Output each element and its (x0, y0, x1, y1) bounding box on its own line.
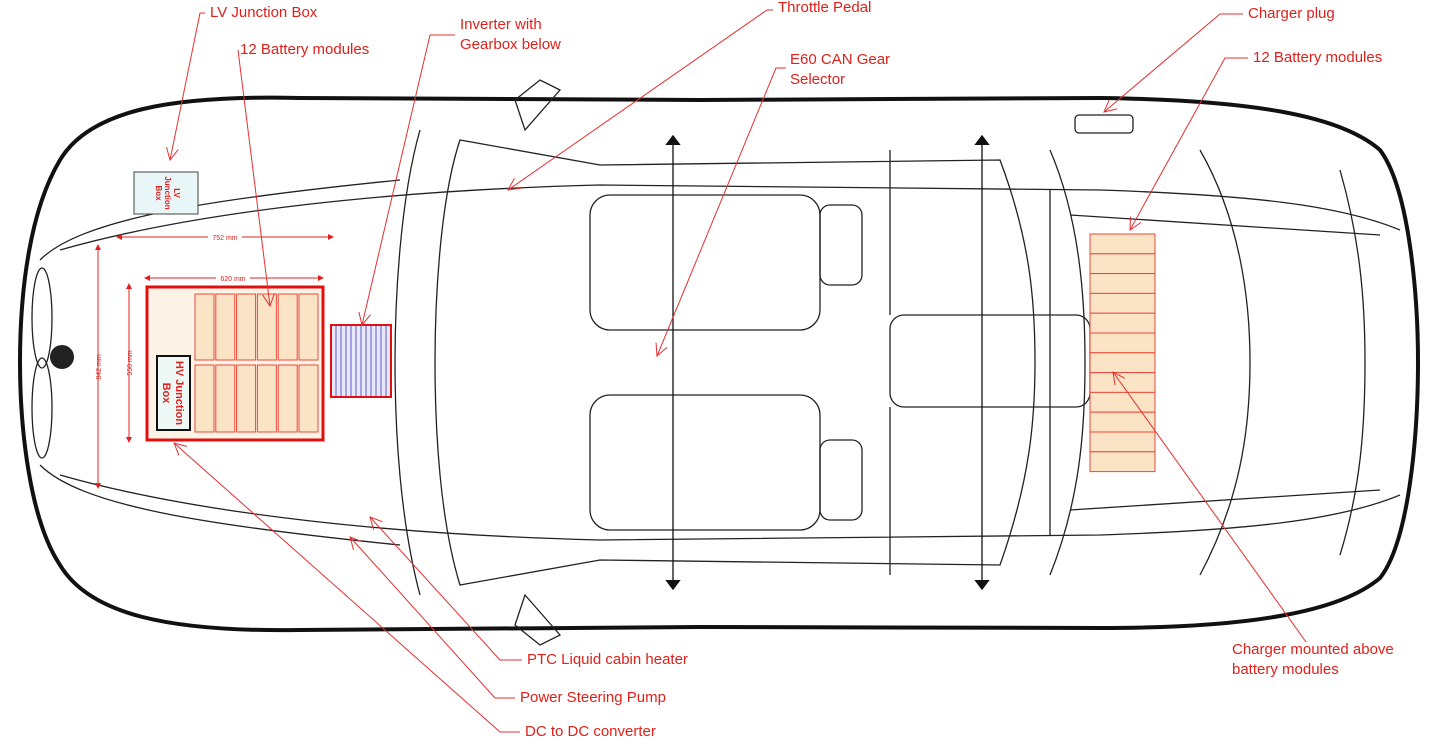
battery-module (215, 293, 236, 361)
dimension-752-label: 752 mm (212, 235, 237, 242)
battery-module (1089, 233, 1156, 255)
label-inverter-2: Gearbox below (460, 36, 561, 53)
lv-junction-box (133, 171, 199, 215)
battery-module (1089, 411, 1156, 433)
battery-module (1089, 332, 1156, 354)
battery-module (1089, 273, 1156, 294)
battery-module (1089, 352, 1156, 374)
label-charger-2: battery modules (1232, 661, 1339, 678)
battery-module (1089, 253, 1156, 275)
hv-junction-box (156, 355, 191, 431)
dimension-842-label: 842 mm (96, 354, 103, 379)
rear-battery-modules (1089, 233, 1156, 473)
battery-module (1089, 391, 1156, 413)
battery-module (1089, 372, 1156, 393)
battery-module (215, 364, 236, 433)
label-power-steering: Power Steering Pump (520, 689, 666, 706)
battery-module (256, 364, 277, 433)
battery-module (1089, 292, 1156, 314)
label-inverter-1: Inverter with (460, 16, 542, 33)
label-charger-1: Charger mounted above (1232, 641, 1394, 658)
label-dc-dc: DC to DC converter (525, 723, 656, 740)
lv-box-label-2: Junction (163, 176, 172, 209)
battery-module (298, 293, 319, 361)
battery-module (277, 293, 298, 361)
battery-module (1089, 312, 1156, 334)
label-ptc-heater: PTC Liquid cabin heater (527, 651, 688, 668)
label-charger-plug: Charger plug (1248, 5, 1335, 22)
battery-module (298, 364, 319, 433)
label-gear-selector-2: Selector (790, 71, 846, 88)
front-battery-pack: HV Junction Box (145, 285, 325, 442)
label-throttle-pedal: Throttle Pedal (778, 0, 872, 16)
leader-lines (170, 9, 1307, 733)
battery-module (236, 293, 257, 361)
hv-box-label-2: Box (160, 383, 172, 405)
lv-box-label-3: Box (154, 185, 163, 201)
label-lv-junction-box: LV Junction Box (210, 4, 318, 21)
label-battery-modules-front: 12 Battery modules (240, 41, 370, 58)
hv-box-label-1: HV Junction (173, 361, 185, 425)
dimension-550-label: 550 mm (127, 350, 134, 375)
battery-module (1089, 431, 1156, 453)
battery-module (194, 364, 215, 433)
car-outline (17, 79, 1421, 646)
label-gear-selector-1: E60 CAN Gear (790, 51, 891, 68)
battery-module (1089, 451, 1156, 473)
battery-module (194, 293, 215, 361)
battery-module (256, 293, 277, 361)
bmw-logo-icon (50, 345, 74, 369)
inverter (330, 324, 392, 398)
label-battery-modules-rear: 12 Battery modules (1253, 49, 1383, 66)
lv-box-label-1: LV (172, 188, 181, 198)
dimension-620-label: 620 mm (220, 276, 245, 283)
battery-module (236, 364, 257, 433)
battery-module (277, 364, 298, 433)
